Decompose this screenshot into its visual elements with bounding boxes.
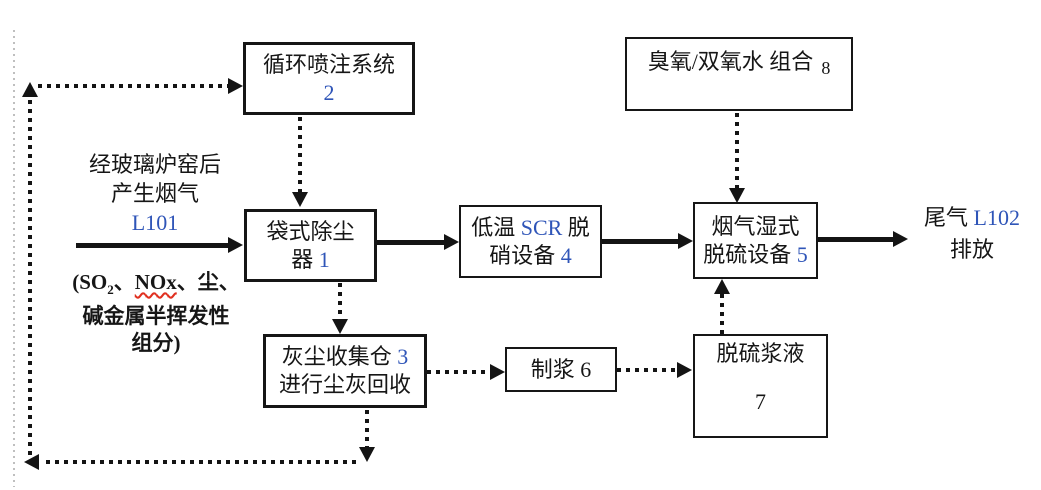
slurry-to-desulfurizer-line bbox=[720, 294, 724, 334]
injection-to-bagfilter-arrowhead bbox=[292, 192, 308, 207]
process-box-scr-denitrification: 低温 SCR 脱 硝设备 4 bbox=[459, 205, 602, 278]
inlet-arrowhead bbox=[228, 237, 243, 253]
scr-to-desulfurizer-line bbox=[602, 239, 678, 244]
box-number: 7 bbox=[755, 389, 766, 414]
recycle-loop-left-line bbox=[28, 100, 32, 455]
box-number: 3 bbox=[397, 344, 409, 369]
arrowhead-into-circulation-injection bbox=[228, 78, 243, 94]
nox-misspell-underline: NOx bbox=[134, 270, 177, 294]
dust-collection-down-line bbox=[365, 410, 369, 448]
recycle-loop-left-arrowhead bbox=[24, 454, 39, 470]
box-number: 1 bbox=[318, 246, 330, 272]
box-label: 低温 SCR 脱 bbox=[471, 214, 590, 240]
components-line1: (SO2、NOx、尘、 bbox=[72, 270, 240, 298]
outlet-label-line1: 尾气 L102 bbox=[924, 205, 1020, 230]
box-label: 袋式除尘 bbox=[266, 218, 355, 244]
inlet-components-label: (SO2、NOx、尘、 碱金属半挥发性 组分) bbox=[58, 269, 254, 357]
box-label-line2: 进行尘灰回收 bbox=[278, 372, 411, 397]
scr-to-desulfurizer-arrowhead bbox=[678, 233, 693, 249]
box-label: 制浆 6 bbox=[530, 356, 592, 382]
box-label: 循环喷注系统 bbox=[262, 51, 395, 77]
process-box-desulfurization-slurry: 脱硫浆液 7 bbox=[693, 334, 828, 438]
process-box-slurry-preparation: 制浆 6 bbox=[505, 347, 617, 392]
outlet-label-line2: 排放 bbox=[949, 237, 994, 262]
components-line3: 组分) bbox=[131, 331, 181, 356]
ozone-to-desulfurizer-arrowhead bbox=[729, 188, 745, 203]
box-number: 5 bbox=[796, 241, 808, 267]
inlet-stream-code: L101 bbox=[131, 210, 179, 235]
bagfilter-to-dustbin-line bbox=[338, 283, 342, 320]
outlet-stream-code: L102 bbox=[973, 205, 1020, 230]
inlet-label: 经玻璃炉窑后 产生烟气 L101 bbox=[64, 150, 246, 237]
process-box-dust-collection: 灰尘收集仓 3 进行尘灰回收 bbox=[263, 334, 427, 408]
injection-to-bagfilter-line bbox=[298, 117, 302, 192]
box-number: 4 bbox=[560, 242, 572, 268]
outlet-arrowhead bbox=[893, 231, 908, 247]
dustbin-to-pulping-arrowhead bbox=[490, 364, 505, 380]
dust-collection-down-arrowhead bbox=[359, 447, 375, 462]
components-line2: 碱金属半挥发性 bbox=[82, 304, 230, 329]
dustbin-to-pulping-line bbox=[427, 370, 490, 374]
recycle-loop-bottom-line bbox=[46, 460, 361, 464]
process-box-wet-desulfurization: 烟气湿式 脱硫设备 5 bbox=[693, 202, 818, 279]
inlet-label-line1: 经玻璃炉窑后 bbox=[88, 152, 221, 177]
slurry-to-desulfurizer-arrowhead bbox=[714, 279, 730, 294]
box-label-line2: 器 1 bbox=[291, 246, 330, 272]
bagfilter-to-scr-line bbox=[377, 240, 444, 245]
inlet-label-line2: 产生烟气 bbox=[110, 181, 199, 206]
inlet-arrow-line bbox=[76, 243, 228, 248]
box-label: 灰尘收集仓 3 bbox=[281, 344, 409, 369]
pulping-to-slurry-arrowhead bbox=[677, 362, 692, 378]
pulping-to-slurry-line bbox=[617, 368, 677, 372]
recycle-loop-top-line bbox=[38, 84, 228, 88]
recycle-loop-up-arrowhead bbox=[22, 82, 38, 97]
box-label-line2: 硝设备 4 bbox=[489, 242, 572, 268]
box-number: 2 bbox=[323, 79, 335, 105]
ozone-to-desulfurizer-line bbox=[735, 113, 739, 188]
box-label: 烟气湿式 bbox=[711, 213, 800, 239]
outlet-arrow-line bbox=[818, 237, 893, 242]
box-label: 脱硫浆液 bbox=[716, 341, 805, 366]
process-box-bag-filter: 袋式除尘 器 1 bbox=[244, 209, 377, 282]
box-label-line2: 脱硫设备 5 bbox=[703, 241, 808, 267]
process-box-circulation-injection: 循环喷注系统 2 bbox=[243, 42, 415, 115]
faint-edge-line bbox=[13, 30, 15, 487]
bagfilter-to-dustbin-arrowhead bbox=[332, 319, 348, 334]
outlet-label: 尾气 L102 排放 bbox=[905, 202, 1039, 266]
bagfilter-to-scr-arrowhead bbox=[444, 234, 459, 250]
box-number: 8 bbox=[821, 58, 831, 78]
